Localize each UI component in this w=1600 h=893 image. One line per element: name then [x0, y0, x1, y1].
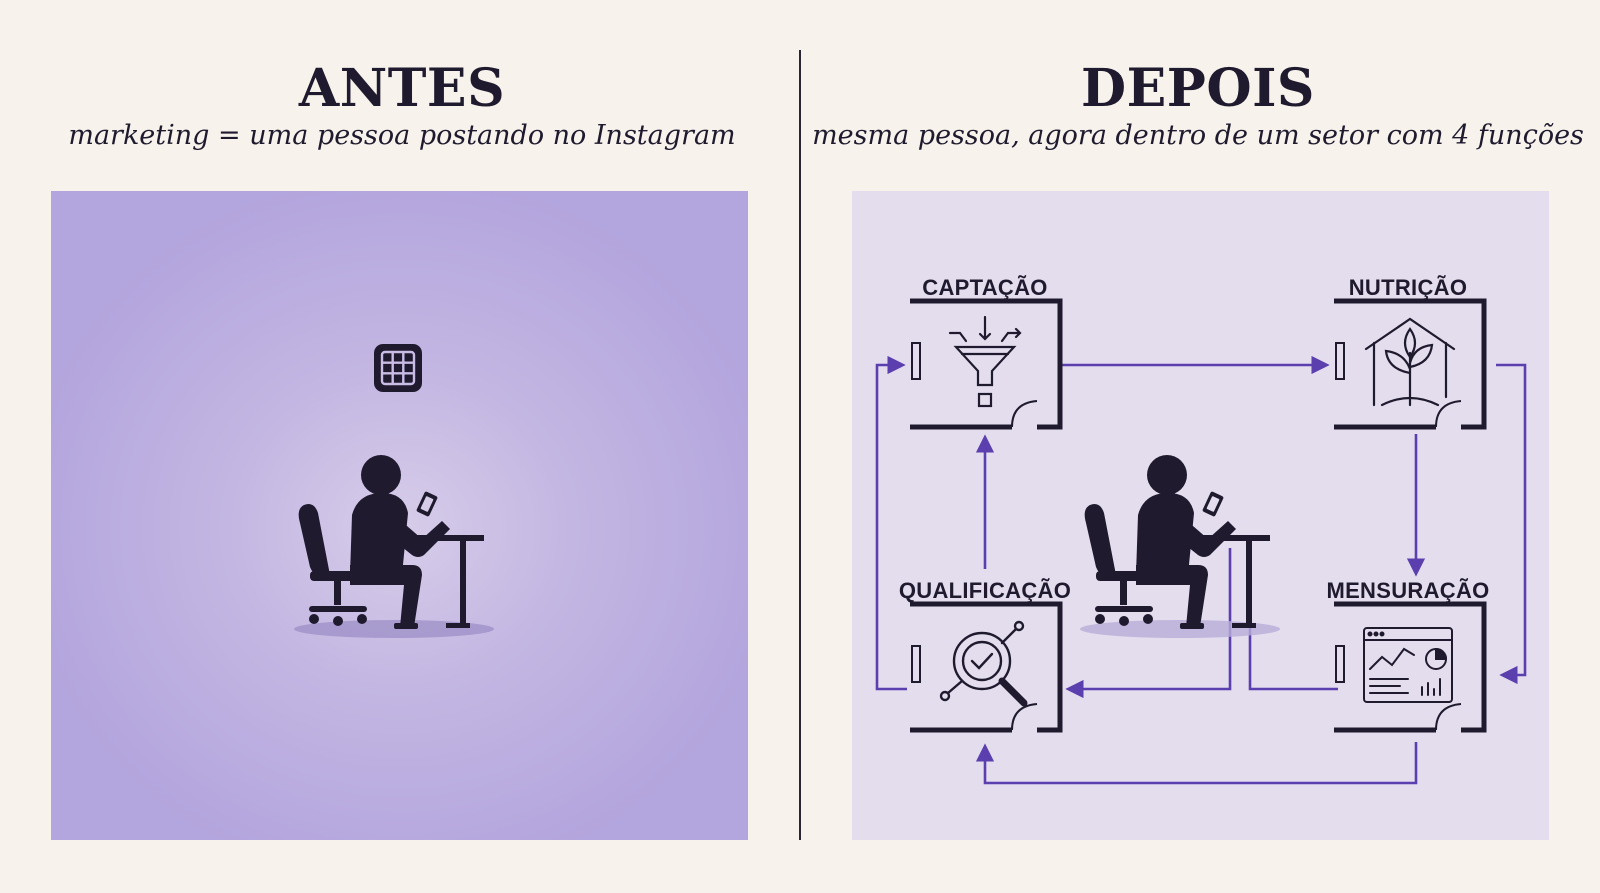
room-label-nutricao: NUTRIÇÃO — [1349, 275, 1468, 300]
plant-house-icon — [1364, 317, 1456, 407]
room-label-mensuracao: MENSURAÇÃO — [1326, 578, 1489, 603]
room-mensuracao: MENSURAÇÃO — [1326, 578, 1489, 733]
magnifier-check-icon — [939, 620, 1028, 707]
room-qualificacao: QUALIFICAÇÃO — [899, 578, 1071, 733]
person-at-desk-icon — [294, 455, 494, 638]
room-label-captacao: CAPTAÇÃO — [922, 275, 1047, 300]
arrow-qualificacao-to-captacao-left — [875, 355, 907, 691]
depois-panel: CAPTAÇÃO NUTRIÇÃO — [852, 191, 1549, 840]
arrow-nutricao-to-mensuracao-right — [1496, 363, 1527, 685]
door-icon — [1011, 703, 1038, 731]
door-icon — [1435, 400, 1462, 428]
dashboard-chart-icon — [1363, 627, 1453, 703]
person-at-desk-icon — [1080, 455, 1280, 638]
door-icon — [1011, 400, 1038, 428]
arrow-desk-to-mensuracao — [1248, 548, 1338, 691]
arrow-mensuracao-to-qualificacao-bottom — [975, 742, 1418, 785]
room-captacao: CAPTAÇÃO — [910, 275, 1063, 430]
room-label-qualificacao: QUALIFICAÇÃO — [899, 578, 1071, 603]
funnel-icon — [948, 315, 1022, 408]
antes-title: ANTES — [298, 58, 506, 119]
room-nutricao: NUTRIÇÃO — [1334, 275, 1487, 430]
grid-icon — [374, 344, 422, 392]
depois-title: DEPOIS — [1080, 58, 1315, 119]
antes-subtitle: marketing = uma pessoa postando no Insta… — [68, 120, 736, 151]
column-divider — [799, 50, 801, 840]
door-icon — [1435, 703, 1462, 731]
depois-subtitle: mesma pessoa, agora dentro de um setor c… — [812, 120, 1584, 151]
arrow-desk-to-qualificacao — [1065, 548, 1232, 699]
antes-panel — [51, 191, 748, 840]
